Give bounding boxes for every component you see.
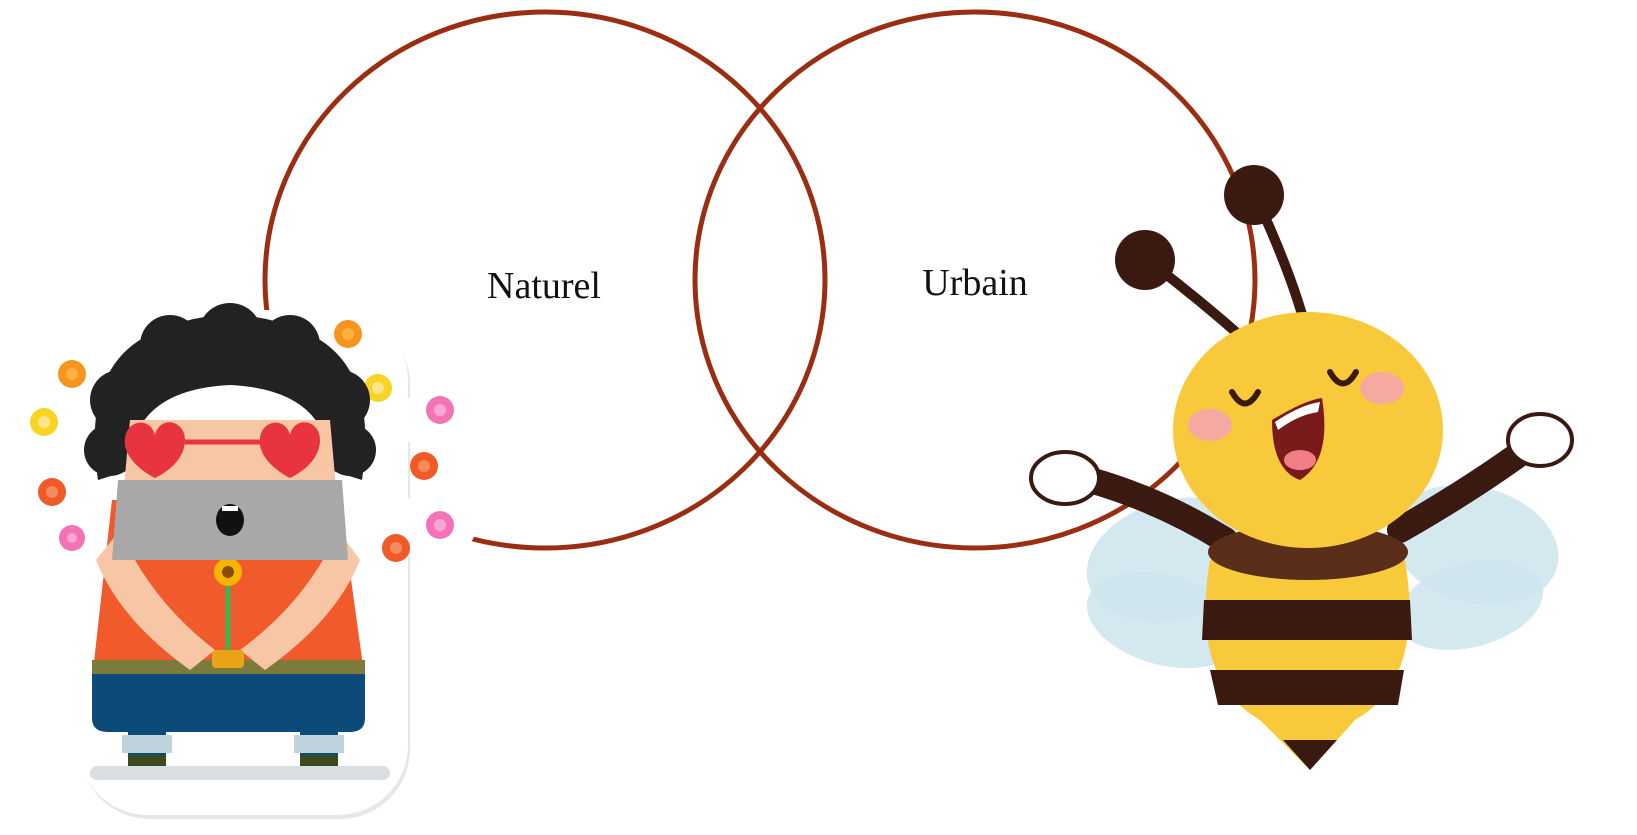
flower-icon (426, 396, 454, 424)
venn-circle-naturel (262, 9, 828, 551)
bee-head (1173, 312, 1443, 548)
flower-icon (426, 511, 454, 539)
heart-glasses-icon (124, 422, 320, 478)
bee-hand-right (1506, 412, 1574, 468)
bee-cheek-right (1360, 372, 1404, 404)
flower-icon (58, 360, 86, 388)
bee-arms (1029, 412, 1574, 553)
flower-icon (410, 452, 438, 480)
bee-antennae (1115, 165, 1310, 345)
bee-hand-left (1029, 450, 1101, 506)
cartoon-bee (1029, 165, 1574, 770)
venn-label-urbain: Urbain (922, 262, 1028, 304)
venn-label-naturel: Naturel (487, 265, 601, 307)
venn-circle-urbain (692, 9, 1258, 551)
open-mouth-icon (216, 504, 244, 536)
flower-icon (59, 525, 85, 551)
bee-cheek-left (1188, 409, 1232, 441)
flower-icon (38, 478, 66, 506)
flower-icon (334, 320, 362, 348)
hippie-character-sticker (13, 298, 478, 819)
venn-diagram: Naturel Urbain (262, 9, 1258, 551)
flower-icon (364, 374, 392, 402)
bee-body (1202, 524, 1412, 770)
bee-eye-right (1327, 369, 1359, 387)
bee-eye-left (1229, 389, 1261, 407)
flower-icons (30, 320, 454, 562)
flower-icon (30, 408, 58, 436)
character-head (84, 303, 376, 560)
flower-icon (382, 534, 410, 562)
